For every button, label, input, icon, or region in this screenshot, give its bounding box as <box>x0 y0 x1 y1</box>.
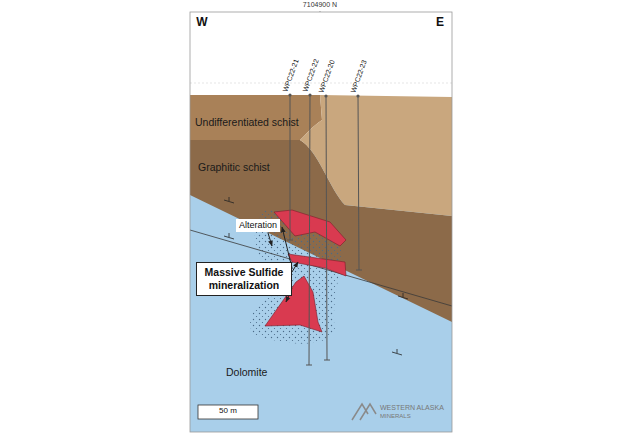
unit-name: Undifferentiated schist <box>195 116 299 128</box>
unit-name: Dolomite <box>226 366 267 378</box>
north-tick <box>320 11 321 12</box>
scale-label: 50 m <box>219 406 237 415</box>
drill-hole <box>290 95 359 365</box>
logo-text: WESTERN ALASKA <box>380 404 444 412</box>
callout-box: Alteration <box>236 219 280 232</box>
logo-text: MINERALS <box>380 413 411 420</box>
direction-letter: W <box>196 16 207 30</box>
sulfide-body <box>288 254 346 276</box>
callout-text: Alteration <box>239 220 277 231</box>
drill-collar <box>288 93 359 97</box>
unit-name: Graphitic schist <box>198 161 270 173</box>
fault-line <box>190 230 452 306</box>
grid-coordinate: 7104900 N <box>303 1 337 9</box>
section-frame <box>190 12 452 432</box>
drill-end <box>287 240 362 365</box>
schist-unit <box>190 95 322 140</box>
schist-unit <box>300 95 452 216</box>
logo-mark <box>352 404 376 420</box>
section-border <box>190 12 452 432</box>
scale-bar <box>198 405 258 419</box>
callout-text: Massive Sulfide mineralization <box>201 266 287 291</box>
callout-box: Massive Sulfide mineralization <box>196 262 292 296</box>
direction-letter: E <box>436 16 444 30</box>
